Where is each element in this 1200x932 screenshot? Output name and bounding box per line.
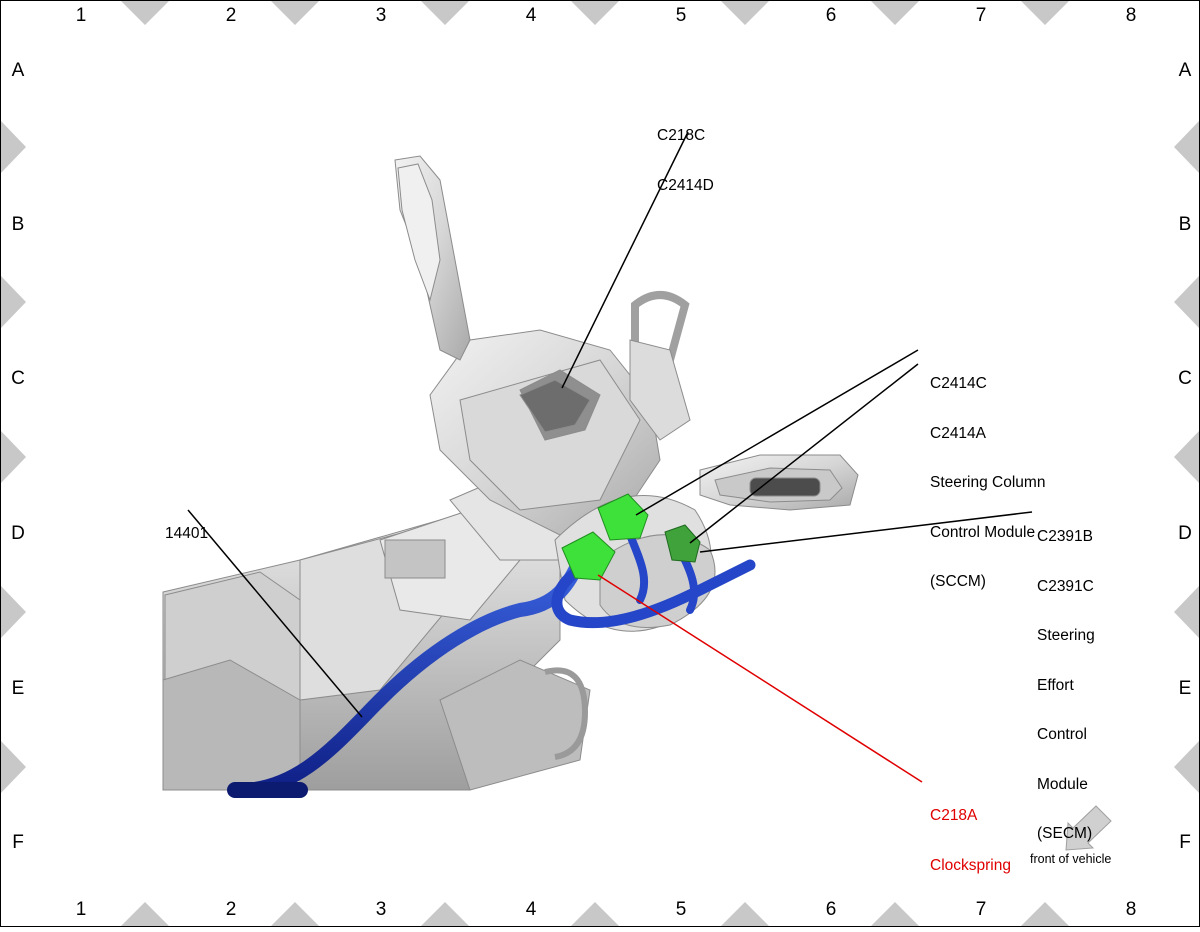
grid-row-label: B xyxy=(1178,214,1192,235)
grid-col-label: 6 xyxy=(825,899,837,920)
grid-col-label: 8 xyxy=(1125,899,1137,920)
callout-line: Module xyxy=(1037,775,1088,793)
callout-line: Effort xyxy=(1037,676,1074,694)
steering-column-illustration xyxy=(162,155,859,791)
grid-col-label: 8 xyxy=(1125,5,1137,26)
grid-col-label: 3 xyxy=(375,5,387,26)
callout-line: C2414C xyxy=(930,375,987,392)
callout-harness-14401: 14401 xyxy=(165,493,208,576)
connector-c2391b xyxy=(664,524,701,563)
grid-row-label: A xyxy=(1178,60,1192,81)
callout-line: (SECM) xyxy=(1037,825,1093,842)
grid-col-label: 2 xyxy=(225,5,237,26)
callout-line: Control xyxy=(1037,726,1087,743)
callout-line: C2414D xyxy=(657,176,714,194)
callout-line: (SCCM) xyxy=(930,573,986,590)
grid-col-label: 1 xyxy=(75,899,87,920)
grid-col-label: 1 xyxy=(75,5,87,26)
front-of-vehicle-arrow-icon xyxy=(1065,805,1112,851)
connectors xyxy=(561,493,701,581)
grid-col-label: 5 xyxy=(675,5,687,26)
callout-line: C2391C xyxy=(1037,577,1094,595)
callout-line: Steering Column xyxy=(930,474,1046,491)
grid-col-label: 4 xyxy=(525,899,537,920)
grid-col-label: 7 xyxy=(975,899,987,920)
grid-row-label: C xyxy=(1178,368,1192,389)
grid-row-label: A xyxy=(11,60,25,81)
front-of-vehicle-label: front of vehicle xyxy=(1030,852,1112,866)
grid-row-label: D xyxy=(11,523,25,544)
grid-row-label: E xyxy=(1178,678,1192,699)
grid-col-label: 6 xyxy=(825,5,837,26)
grid-row-label: C xyxy=(11,368,25,389)
callout-line: Clockspring xyxy=(930,856,1011,874)
callout-sccm: C2414C C2414A Steering Column Control Mo… xyxy=(930,343,1045,624)
grid-col-label: 7 xyxy=(975,5,987,26)
grid-col-label: 3 xyxy=(375,899,387,920)
connector-c2414c xyxy=(597,493,649,541)
grid-col-label: 2 xyxy=(225,899,237,920)
grid-col-label: 5 xyxy=(675,899,687,920)
callout-line: C218C xyxy=(657,127,706,144)
callout-c218c-c2414d: C218C C2414D xyxy=(657,95,714,227)
callout-line: C2391B xyxy=(1037,528,1094,545)
callout-c218a-clockspring: C218A Clockspring xyxy=(930,775,1011,907)
grid-col-label: 4 xyxy=(525,5,537,26)
grid-row-label: D xyxy=(1178,523,1192,544)
callout-line: 14401 xyxy=(165,525,209,542)
grid-row-label: F xyxy=(1179,832,1191,853)
grid-row-label: B xyxy=(11,214,25,235)
callout-secm: C2391B C2391C Steering Effort Control Mo… xyxy=(1037,496,1095,876)
callout-line: C2414A xyxy=(930,424,987,442)
leader-lines xyxy=(187,131,1033,783)
grid-row-label: E xyxy=(11,678,25,699)
connector-c218a xyxy=(561,531,616,581)
callout-line: Control Module xyxy=(930,523,1036,541)
grid-row-label: F xyxy=(12,832,24,853)
callout-line: Steering xyxy=(1037,627,1095,644)
callout-line: C218A xyxy=(930,807,978,824)
